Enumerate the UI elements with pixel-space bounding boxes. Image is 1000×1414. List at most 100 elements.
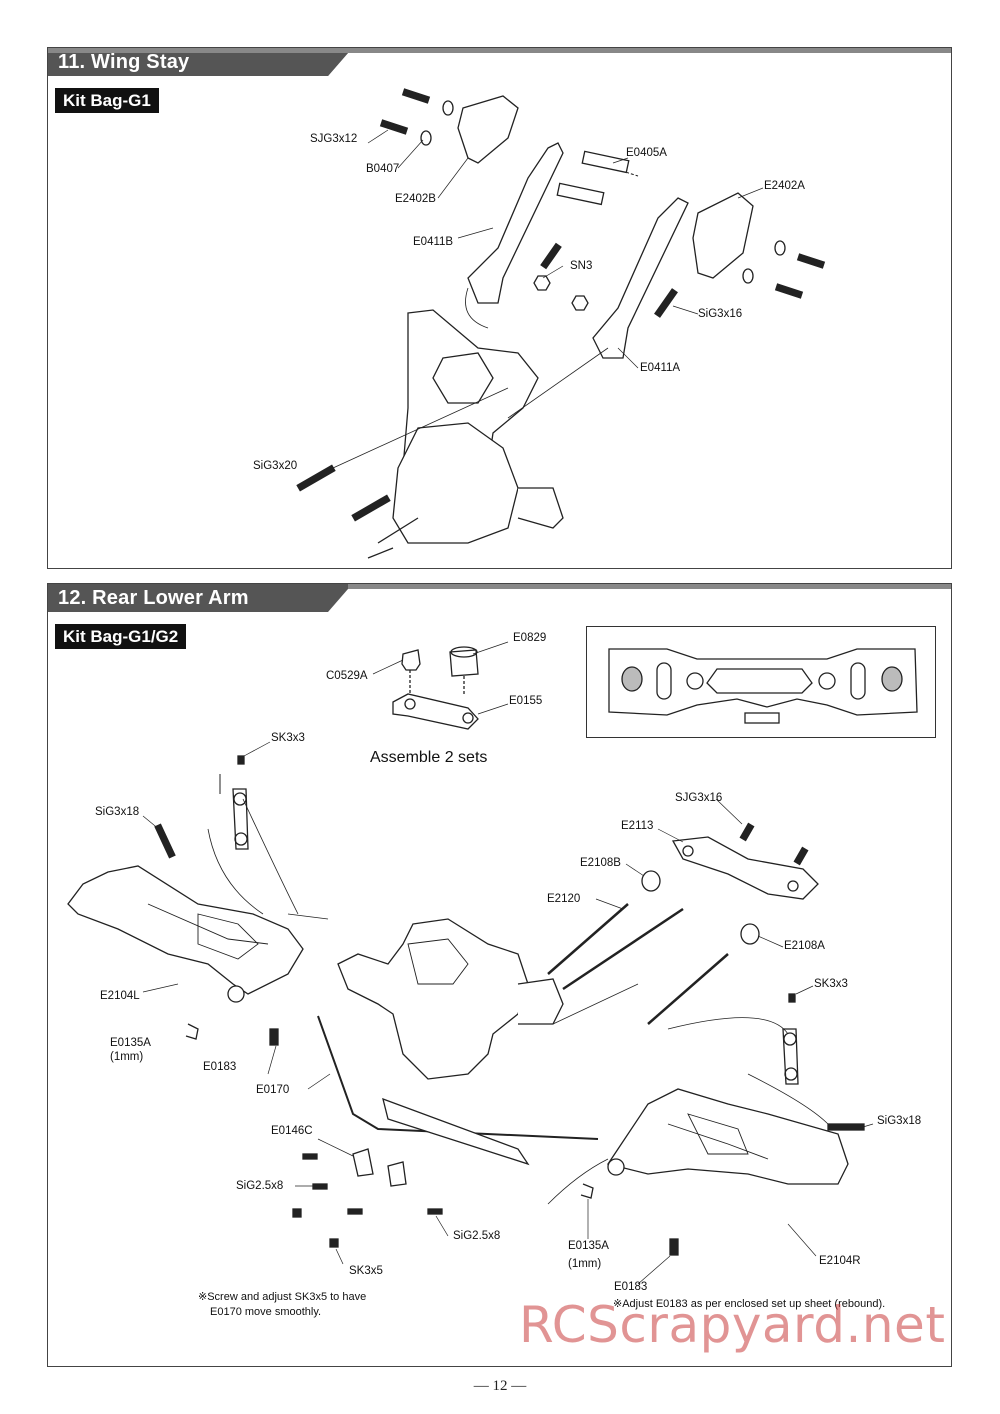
pin-icon — [647, 953, 729, 1025]
drive-shaft — [377, 517, 419, 544]
assemble-note: Assemble 2 sets — [370, 749, 488, 766]
screw-icon — [796, 253, 826, 269]
label-sjg3x12: SJG3x12 — [310, 133, 358, 145]
sway-bar — [317, 1015, 599, 1140]
screw-icon — [296, 464, 336, 492]
mount-e2113 — [671, 836, 819, 900]
screw-icon — [827, 1123, 865, 1131]
label-sn3: SN3 — [570, 260, 593, 272]
label-sig3x18-right: SiG3x18 — [877, 1115, 922, 1127]
screw-icon — [302, 1153, 318, 1160]
label-e2113: E2113 — [621, 820, 654, 832]
label-e2120: E2120 — [547, 893, 581, 905]
label-e2104l: E2104L — [100, 990, 140, 1002]
screw-icon — [540, 242, 562, 270]
label-e0183-left: E0183 — [203, 1061, 237, 1073]
nut-icon — [533, 275, 551, 291]
label-e2402b: E2402B — [395, 193, 436, 205]
inset-top-view — [586, 626, 936, 738]
rear-lower-arm-exploded-diagram — [67, 641, 874, 1285]
wing-mount — [517, 487, 564, 529]
label-e2108b: E2108B — [580, 857, 621, 869]
clip-icon — [185, 1023, 199, 1040]
label-e0135a-right-size: (1mm) — [568, 1258, 602, 1270]
bracket-e0146c — [352, 1148, 374, 1177]
label-sig3x20: SiG3x20 — [253, 460, 298, 472]
shock-tower-cutout — [432, 352, 494, 404]
clip-icon — [580, 1183, 594, 1199]
label-sk3x5: SK3x5 — [349, 1265, 383, 1277]
label-e0155: E0155 — [509, 695, 543, 707]
label-e2402a: E2402A — [764, 180, 805, 192]
note-screw-line2: E0170 move smoothly. — [210, 1306, 322, 1318]
ball-stud-icon — [401, 649, 421, 671]
suspension-plate — [382, 1097, 530, 1166]
pin-icon — [562, 907, 684, 991]
section-title: 12. Rear Lower Arm — [58, 587, 249, 609]
wing-stay-exploded-diagram — [296, 88, 826, 559]
header-bar-shape — [48, 48, 951, 76]
label-e2104r: E2104R — [819, 1255, 861, 1267]
kit-bag-label: Kit Bag-G1/G2 — [55, 624, 187, 649]
screw-icon — [154, 823, 176, 859]
nut-icon — [571, 295, 589, 311]
screw-icon — [379, 88, 431, 135]
label-e0135a-right: E0135A — [568, 1240, 609, 1252]
label-e0135a-left: E0135A — [110, 1037, 151, 1049]
label-sjg3x16: SJG3x16 — [675, 792, 723, 804]
section-header: 11. Wing Stay — [48, 48, 951, 76]
screw-icon — [312, 1183, 328, 1190]
screw-icon — [427, 1208, 443, 1215]
suspension-mount-top-view — [608, 648, 918, 724]
page-number: — 12 — — [473, 1378, 527, 1394]
screw-icon — [347, 1208, 363, 1215]
section-title: 11. Wing Stay — [58, 51, 190, 73]
bracket-e2402a — [692, 192, 754, 279]
label-e0829: E0829 — [513, 632, 547, 644]
washer-icon — [442, 100, 454, 116]
drive-shaft — [367, 547, 394, 559]
wing-stay-right — [592, 197, 689, 359]
screw-icon — [292, 1208, 302, 1218]
screw-icon — [654, 288, 678, 318]
link-e0155 — [392, 693, 479, 730]
post-icon — [581, 150, 630, 174]
screw-icon — [351, 494, 391, 522]
kit-bag-label: Kit Bag-G1 — [55, 88, 159, 113]
screw-icon — [237, 755, 245, 765]
bracket-e2402b — [457, 95, 519, 164]
label-e0405a: E0405A — [626, 147, 667, 159]
label-sig3x16: SiG3x16 — [698, 308, 743, 320]
note-screw-line1: ※Screw and adjust SK3x5 to have — [198, 1291, 367, 1303]
label-sig3x18-left: SiG3x18 — [95, 806, 140, 818]
screw-icon — [793, 846, 809, 866]
note-adjust-e0183: ※Adjust E0183 as per enclosed set up she… — [613, 1298, 886, 1310]
screw-icon — [329, 1238, 339, 1248]
label-c0529a: C0529A — [326, 670, 368, 682]
arm-e2104l — [67, 865, 304, 995]
screw-icon — [788, 993, 796, 1003]
label-b0407: B0407 — [366, 163, 400, 175]
label-e2108a: E2108A — [784, 940, 825, 952]
header-bar-shape — [48, 584, 951, 612]
label-e0170: E0170 — [256, 1084, 290, 1096]
arm-e2104r — [606, 1088, 849, 1185]
screw-icon — [269, 1028, 279, 1046]
wing-stay-left — [467, 142, 564, 304]
gearbox-assembly — [337, 918, 529, 1080]
watermark: RCScrapyard.net — [519, 1296, 946, 1354]
bushing-icon — [740, 923, 760, 945]
label-sig25x8-left: SiG2.5x8 — [236, 1180, 284, 1192]
note-screw-adjust: ※Screw and adjust SK3x5 to have E0170 mo… — [198, 1290, 366, 1320]
label-e0183-right: E0183 — [614, 1281, 648, 1293]
label-sig25x8-right: SiG2.5x8 — [453, 1230, 501, 1242]
label-e0411a: E0411A — [640, 362, 681, 374]
screw-icon — [739, 822, 755, 842]
label-sk3x3-left: SK3x3 — [271, 732, 305, 744]
pin-icon — [547, 903, 629, 975]
gearbox — [392, 422, 519, 544]
label-e0146c: E0146C — [271, 1125, 313, 1137]
washer-icon — [774, 240, 786, 256]
section-wing-stay: 11. Wing Stay Kit Bag-G1 — [47, 47, 952, 569]
bushing-icon — [641, 870, 661, 892]
